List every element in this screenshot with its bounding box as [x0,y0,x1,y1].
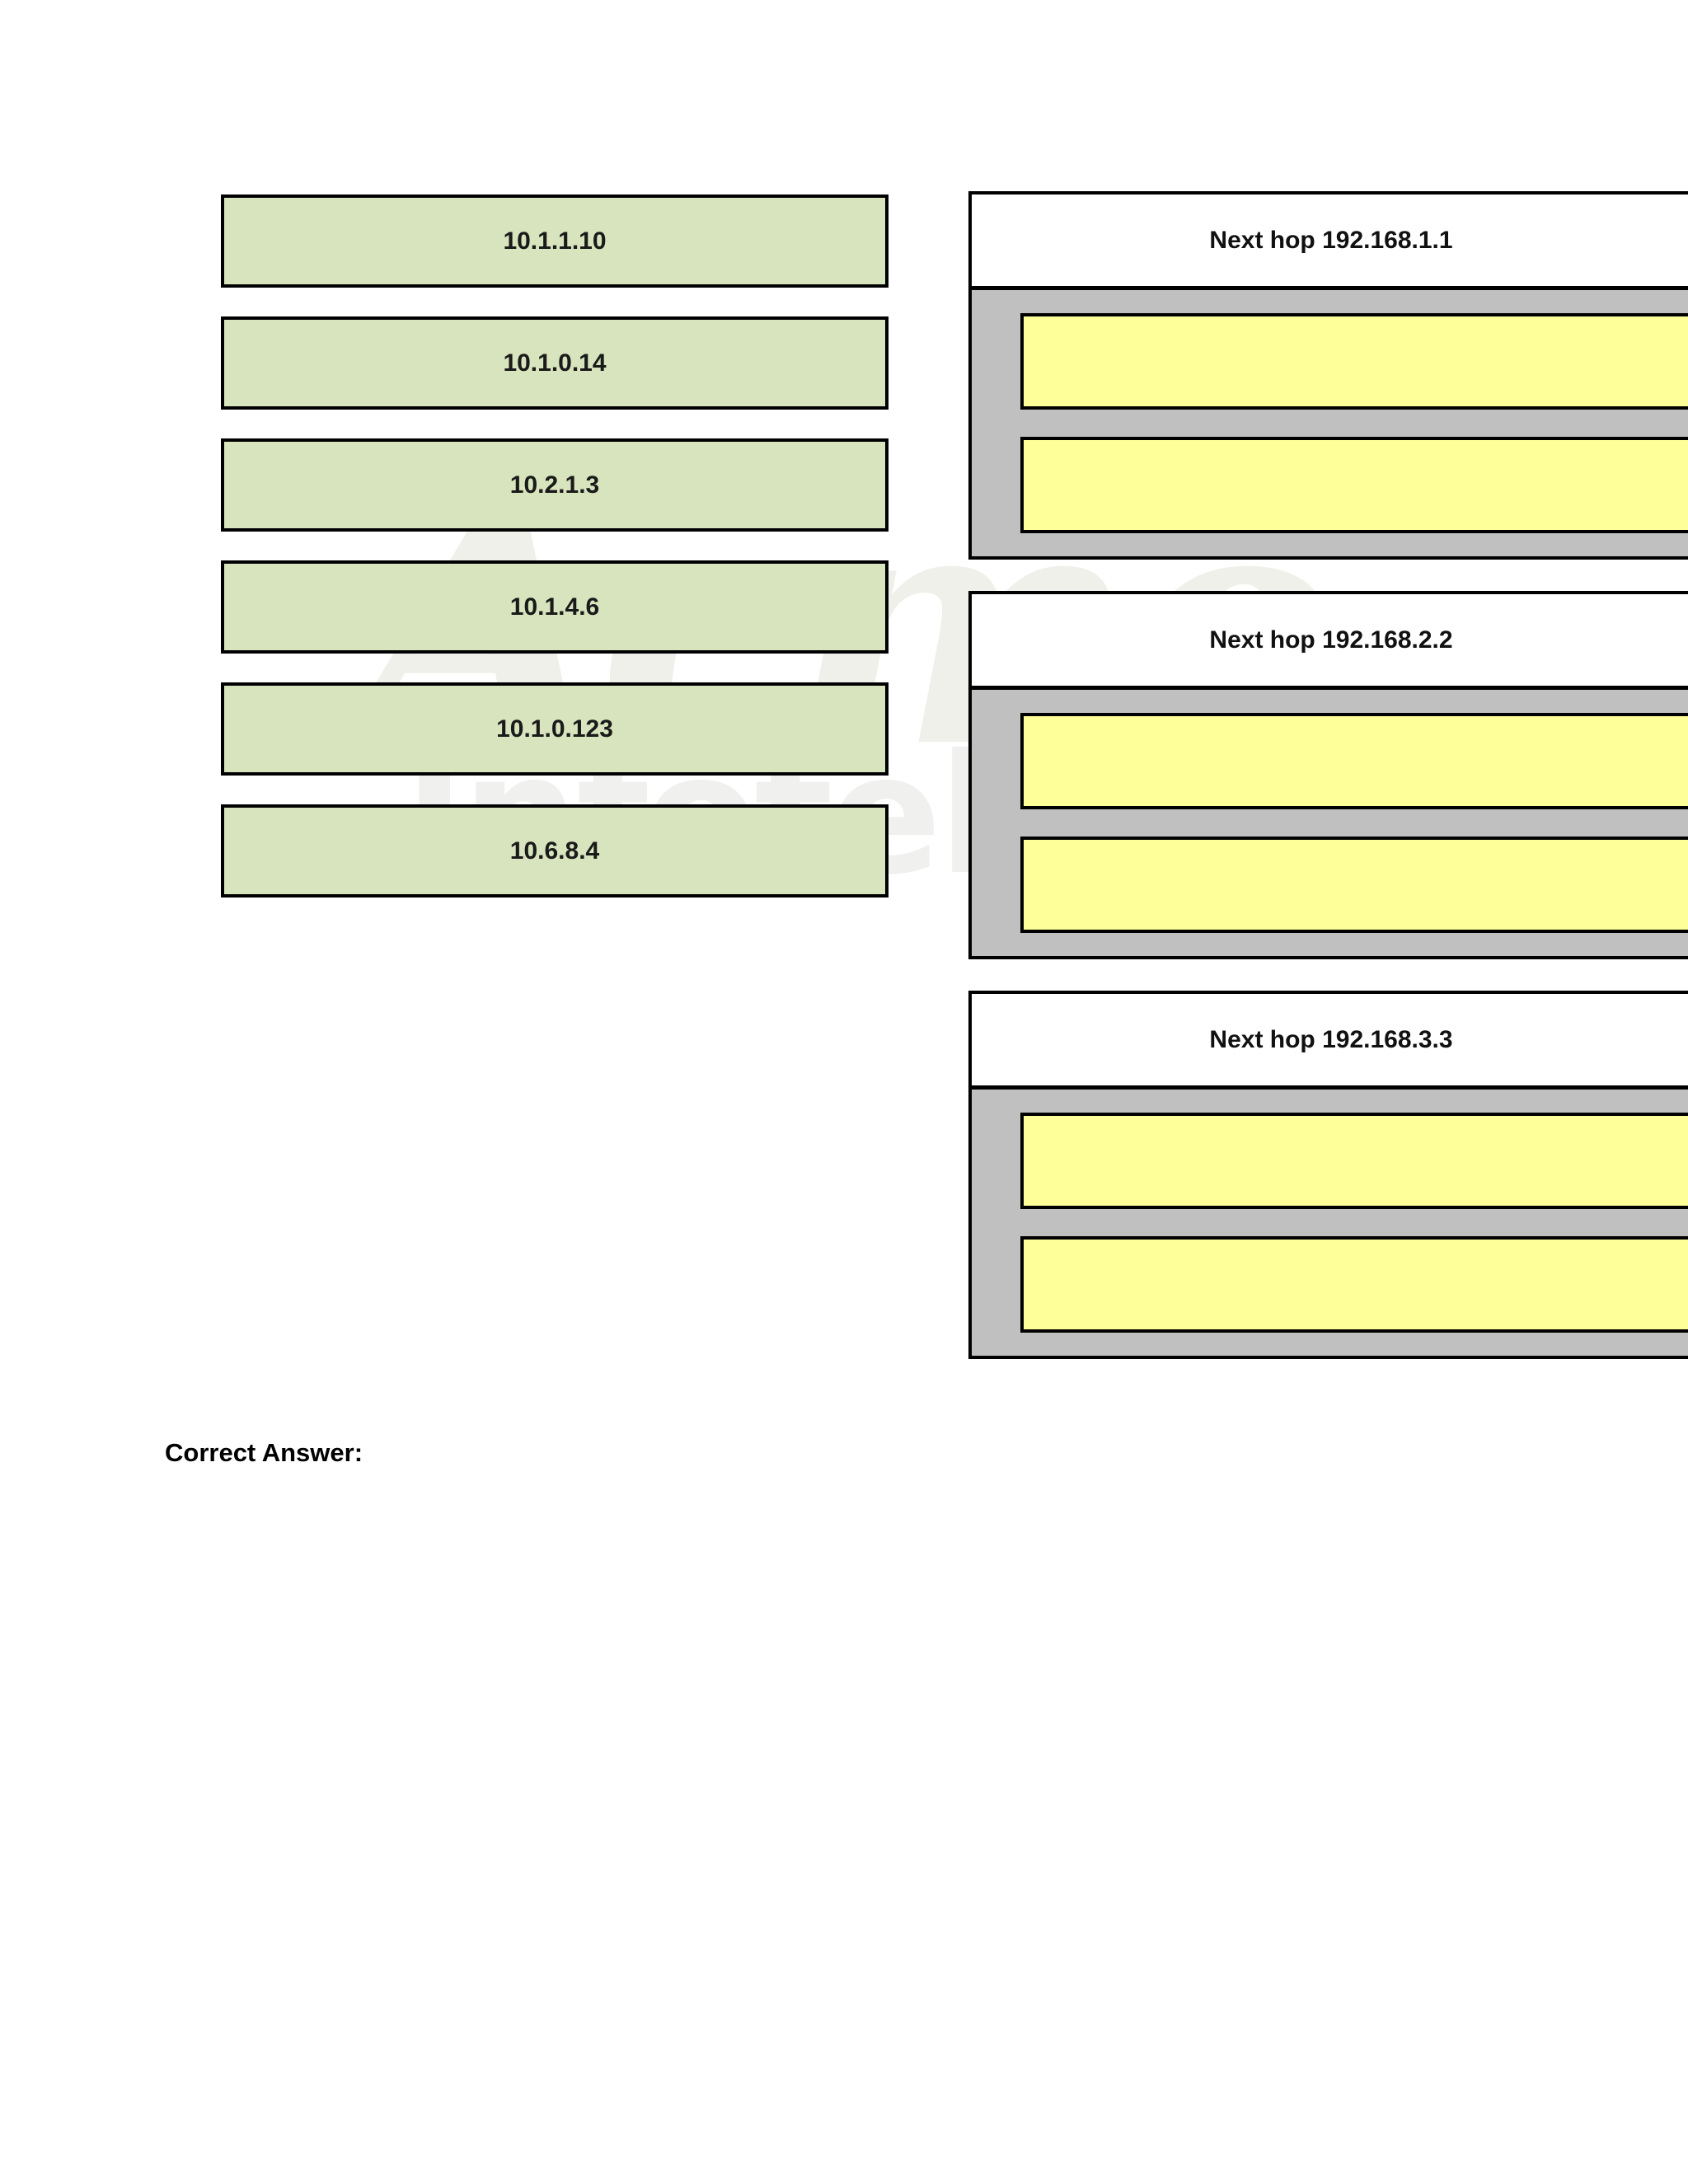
ip-address-label: 10.2.1.3 [509,471,600,499]
drop-slot[interactable] [1020,313,1688,410]
next-hop-label: Next hop 192.168.2.2 [1209,626,1453,654]
next-hop-body [968,290,1688,560]
next-hop-panel: Next hop 192.168.2.2 [968,591,1688,959]
next-hop-body [968,690,1688,959]
list-item[interactable]: 10.1.0.123 [221,682,889,776]
drop-slot[interactable] [1020,1113,1688,1209]
next-hop-label: Next hop 192.168.3.3 [1209,1025,1453,1053]
list-item[interactable]: 10.1.4.6 [221,560,889,654]
next-hop-label: Next hop 192.168.1.1 [1209,226,1453,254]
next-hop-panel: Next hop 192.168.1.1 [968,191,1688,560]
correct-answer-label: Correct Answer: [165,1438,363,1467]
ip-address-label: 10.1.0.14 [503,349,607,377]
list-item[interactable]: 10.1.0.14 [221,316,889,410]
ip-address-label: 10.6.8.4 [509,837,600,865]
next-hop-panel: Next hop 192.168.3.3 [968,991,1688,1359]
list-item[interactable]: 10.6.8.4 [221,804,889,898]
next-hop-body [968,1090,1688,1359]
drop-slot[interactable] [1020,437,1688,533]
ip-address-label: 10.1.1.10 [503,227,607,255]
list-item[interactable]: 10.2.1.3 [221,438,889,532]
next-hop-header: Next hop 192.168.3.3 [968,991,1688,1090]
ip-address-label: 10.1.4.6 [509,593,600,621]
drop-slot[interactable] [1020,837,1688,933]
drop-slot[interactable] [1020,713,1688,809]
list-item[interactable]: 10.1.1.10 [221,194,889,288]
next-hop-header: Next hop 192.168.1.1 [968,191,1688,290]
drop-slot[interactable] [1020,1236,1688,1333]
ip-address-label: 10.1.0.123 [496,715,613,743]
ip-address-source-list: 10.1.1.10 10.1.0.14 10.2.1.3 10.1.4.6 10… [221,194,889,926]
next-hop-header: Next hop 192.168.2.2 [968,591,1688,690]
next-hop-target-panels: Next hop 192.168.1.1 Next hop 192.168.2.… [968,191,1688,1390]
